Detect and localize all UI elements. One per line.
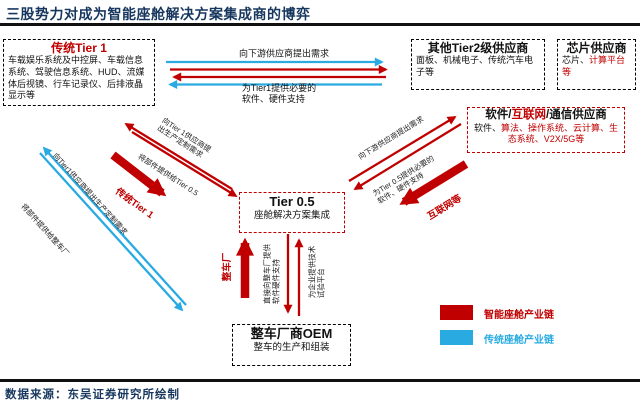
box-traditional-tier1: 传统Tier 1 车载娱乐系统及中控屏、车载信息系统、驾驶信息系统、HUD、流媒… — [3, 39, 155, 106]
label-top-supply: 为Tier1提供必要的 软件、硬件支持 — [242, 83, 316, 106]
box-chip-supplier-title: 芯片供应商 — [566, 41, 627, 55]
chip-body-red: 计算平台等 — [562, 55, 626, 78]
arrow-oem-to-tier1 — [42, 146, 187, 306]
box-oem-body: 整车的生产和组装 — [253, 341, 330, 353]
arrow-tier05-to-software — [348, 116, 457, 182]
legend-label-traditional: 传统座舱产业链 — [484, 335, 554, 346]
software-body-red2: 生态系统、V2X/5G等 — [507, 122, 619, 145]
box-tier05: Tier 0.5 座舱解决方案集成 — [239, 192, 345, 233]
label-vert-platform-l1: 为企业提供技术 — [307, 245, 317, 299]
arrow-tier05-to-tier1 — [124, 123, 233, 190]
footer-rule — [0, 379, 640, 382]
chip-body-black: 芯片、 — [562, 55, 590, 66]
arrow-tier1-to-oem — [39, 152, 184, 312]
box-other-tier2-title: 其他Tier2级供应商 — [427, 41, 529, 55]
arrow-thick-internet — [399, 160, 469, 206]
box-software-supplier-title: 软件/互联网/通信供应商 — [472, 109, 620, 123]
legend-swatch-smart — [440, 305, 473, 320]
box-tier05-body: 座舱解决方案集成 — [253, 209, 330, 221]
box-traditional-tier1-body: 车载娱乐系统及中控屏、车载信息系统、驾驶信息系统、HUD、流媒体后视镜、行车记录… — [8, 55, 145, 101]
software-body-red1: 算法、操作系统、云计算、 — [500, 122, 609, 133]
label-vert-platform: 为企业提供技术 试验平台 — [308, 246, 327, 299]
label-top-supply-l2: 软件、硬件支持 — [241, 94, 305, 104]
label-vert-supply-l1: 直接向整车厂提供 — [262, 244, 272, 304]
arrow-software-to-tier05 — [353, 123, 462, 190]
box-software-supplier-body: 软件、算法、操作系统、云计算、生态系统、V2X/5G等 — [472, 123, 620, 146]
label-vert-supply: 直接向整车厂提供 软件硬件支持 — [263, 244, 282, 304]
box-chip-supplier: 芯片供应商 芯片、计算平台等 — [557, 39, 636, 90]
label-top-demand: 向下游供应商提出需求 — [238, 48, 330, 59]
legend-swatch-traditional — [440, 330, 473, 345]
box-oem-title: 整车厂商OEM — [250, 326, 333, 341]
arrow-tier1-to-tier05 — [131, 131, 238, 197]
box-chip-supplier-body: 芯片、计算平台等 — [562, 55, 631, 78]
box-other-tier2-body: 面板、机械电子、传统汽车电子等 — [416, 55, 534, 78]
title-underline — [0, 23, 640, 26]
box-tier05-title: Tier 0.5 — [269, 194, 315, 209]
page-title: 三股势力对成为智能座舱解决方案集成商的博弈 — [6, 8, 311, 23]
source-line: 数据来源：东吴证券研究所绘制 — [5, 389, 180, 401]
software-title-red: 互联网 — [511, 109, 547, 121]
label-vert-platform-l2: 试验平台 — [317, 268, 326, 299]
box-other-tier2: 其他Tier2级供应商 面板、机械电子、传统汽车电子等 — [411, 39, 545, 90]
box-software-supplier: 软件/互联网/通信供应商 软件、算法、操作系统、云计算、生态系统、V2X/5G等 — [467, 107, 625, 153]
box-traditional-tier1-title: 传统Tier 1 — [51, 41, 107, 55]
arrow-thick-tier1 — [110, 151, 167, 197]
label-vert-supply-l2: 软件硬件支持 — [272, 259, 281, 304]
software-title-black2: /通信供应商 — [546, 109, 607, 121]
legend-label-smart: 智能座舱产业链 — [484, 310, 554, 321]
label-top-supply-l1: 为Tier1提供必要的 — [241, 82, 317, 93]
software-body-black: 软件、 — [473, 122, 501, 133]
box-oem: 整车厂商OEM 整车的生产和组装 — [232, 324, 351, 366]
software-title-black1: 软件/ — [485, 109, 512, 121]
label-thick-oem: 整车厂 — [222, 252, 234, 282]
